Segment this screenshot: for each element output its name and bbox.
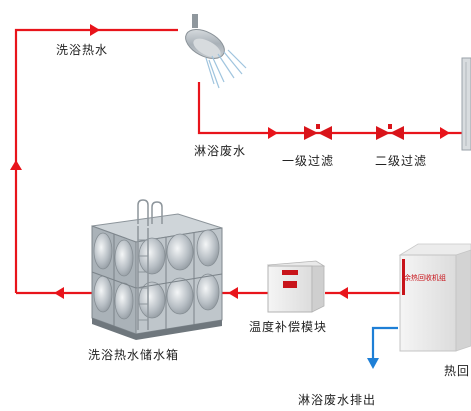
arrow-down-icon [367,358,379,369]
control-box-icon [266,260,326,313]
label-temp-compensation-module: 温度补偿模块 [249,320,328,334]
primary-filter-valve [304,124,332,140]
label-heat-recovery-unit: 热回 [444,364,471,378]
steel-water-tank-icon [91,199,223,340]
unit-panel-text: 余热回收机组 [404,274,446,282]
heat-pump-unit-edge [461,57,471,151]
label-hot-water-storage-tank: 洗浴热水储水箱 [88,348,180,362]
arrow-right-icon [268,127,278,139]
label-primary-filter: 一级过滤 [282,154,335,168]
flow-line-shower-to-filters [197,82,462,135]
heat-recovery-unit-icon [398,243,471,352]
arrow-up-icon [10,160,22,170]
arrow-left-icon [228,287,238,299]
label-shower-waste-water: 淋浴废水 [194,144,247,158]
label-secondary-filter: 二级过滤 [375,154,428,168]
arrow-left-icon [54,287,64,299]
flow-arrows [10,24,450,299]
arrow-right-icon [440,127,450,139]
shower-head-icon [185,14,247,89]
label-waste-water-discharge: 淋浴废水排出 [298,393,377,407]
arrow-left-icon [338,287,348,299]
secondary-filter-valve [376,124,404,140]
waste-water-discharge-line [367,326,398,369]
label-shower-hot-water: 洗浴热水 [56,43,109,57]
arrow-right-icon [90,24,100,36]
flow-line-left-top [14,28,178,293]
